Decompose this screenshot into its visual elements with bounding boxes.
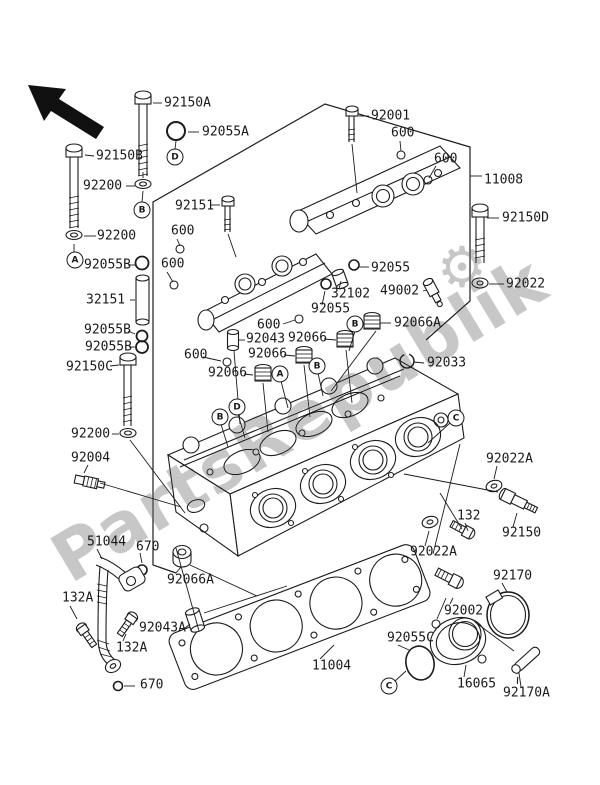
part-label-92066: 92066 (288, 330, 328, 346)
part-label-92150: 92150 (502, 525, 542, 541)
part-label-600: 600 (171, 223, 195, 239)
location-marker-C: C (447, 409, 465, 427)
part-label-92170A: 92170A (503, 685, 550, 701)
part-label-92043A: 92043A (139, 620, 186, 636)
part-label-92066: 92066 (248, 346, 288, 362)
part-label-132A: 132A (62, 590, 94, 606)
location-marker-B: B (211, 408, 229, 426)
part-label-32151: 32151 (86, 292, 126, 308)
part-label-92055B: 92055B (84, 322, 131, 338)
part-label-92001: 92001 (371, 108, 411, 124)
part-label-16065: 16065 (457, 676, 497, 692)
part-label-132A: 132A (116, 640, 148, 656)
part-label-92055B: 92055B (84, 257, 131, 273)
part-label-92004: 92004 (71, 450, 111, 466)
part-label-92170: 92170 (493, 568, 533, 584)
part-label-132: 132 (457, 508, 481, 524)
part-label-600: 600 (391, 125, 415, 141)
location-marker-A: A (66, 251, 84, 269)
location-marker-D: D (228, 398, 246, 416)
part-label-92200: 92200 (83, 178, 123, 194)
direction-arrow-icon (28, 85, 104, 139)
part-label-92150B: 92150B (96, 148, 143, 164)
part-label-92055C: 92055C (387, 630, 434, 646)
part-label-92022: 92022 (506, 276, 546, 292)
location-marker-B: B (133, 201, 151, 219)
fastener-parts (65, 90, 541, 692)
part-label-92150A: 92150A (164, 95, 211, 111)
part-label-92055B: 92055B (85, 339, 132, 355)
cylinder-head (166, 357, 465, 558)
part-label-92150D: 92150D (502, 210, 549, 226)
part-label-11004: 11004 (312, 658, 352, 674)
part-label-92022A: 92022A (410, 544, 457, 560)
part-label-92043: 92043 (246, 331, 286, 347)
part-label-670: 670 (136, 539, 160, 555)
part-label-92151: 92151 (175, 198, 215, 214)
part-label-92066A: 92066A (167, 572, 214, 588)
part-label-92022A: 92022A (486, 451, 533, 467)
part-label-92150C: 92150C (66, 359, 113, 375)
part-label-600: 600 (257, 317, 281, 333)
part-label-92200: 92200 (97, 228, 137, 244)
location-marker-B: B (346, 315, 364, 333)
part-label-32102: 32102 (331, 286, 371, 302)
part-label-92066: 92066 (208, 365, 248, 381)
part-label-92055: 92055 (311, 301, 351, 317)
part-label-92066A: 92066A (394, 315, 441, 331)
camshaft-holder-upper (289, 145, 461, 235)
inset-box (152, 103, 471, 574)
part-label-670: 670 (140, 677, 164, 693)
location-marker-A: A (271, 365, 289, 383)
head-gasket (168, 544, 431, 690)
part-label-92200: 92200 (71, 426, 111, 442)
location-marker-D: D (166, 148, 184, 166)
part-label-92055: 92055 (371, 260, 411, 276)
part-label-600: 600 (184, 347, 208, 363)
leader-lines (69, 102, 522, 688)
part-label-92033: 92033 (427, 355, 467, 371)
part-label-11008: 11008 (484, 172, 524, 188)
part-label-49002: 49002 (380, 283, 420, 299)
part-label-600: 600 (161, 256, 185, 272)
location-marker-C: C (380, 677, 398, 695)
part-label-92002: 92002 (444, 603, 484, 619)
part-label-92055A: 92055A (202, 124, 249, 140)
location-marker-B: B (308, 357, 326, 375)
part-label-51044: 51044 (87, 534, 127, 550)
part-label-600: 600 (434, 151, 458, 167)
